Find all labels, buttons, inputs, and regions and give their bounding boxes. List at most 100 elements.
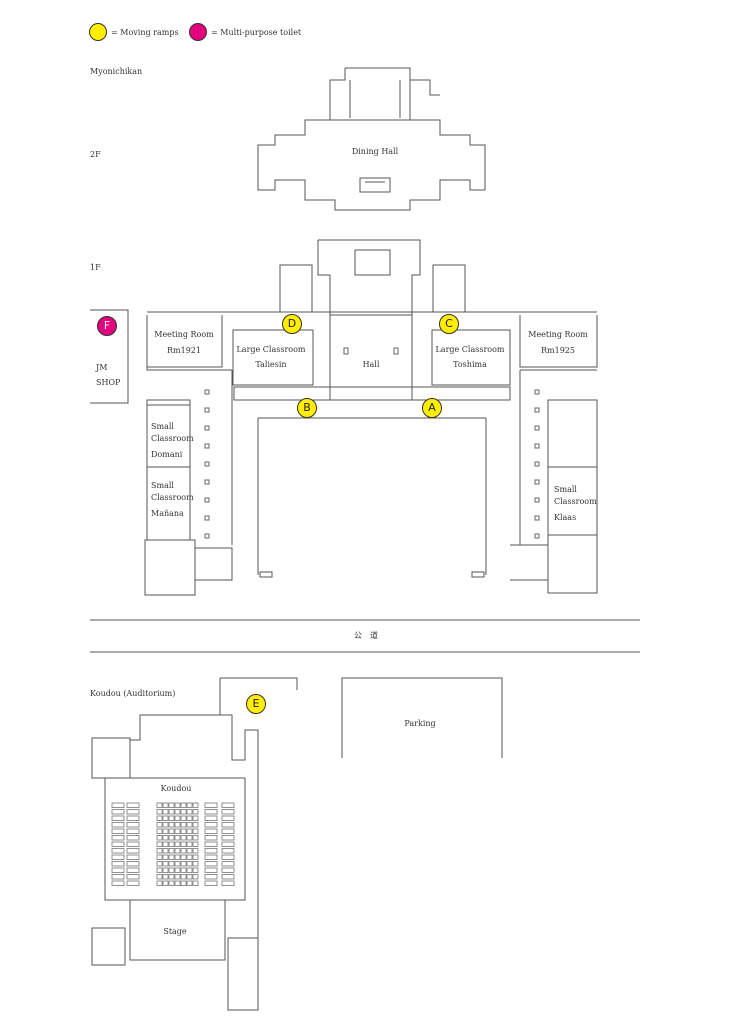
marker-e-ramp: E	[246, 694, 266, 714]
seat	[156, 848, 163, 854]
seat	[186, 861, 193, 867]
seat	[186, 828, 193, 834]
seat	[168, 809, 175, 815]
seat	[156, 854, 163, 860]
seat	[174, 880, 181, 886]
room-label: Large Classroom	[435, 345, 505, 354]
seat	[111, 809, 125, 815]
seat	[192, 822, 199, 828]
seat	[192, 848, 199, 854]
seat	[221, 880, 235, 886]
seat	[180, 822, 187, 828]
seat	[180, 809, 187, 815]
seat	[186, 841, 193, 847]
seat	[204, 861, 218, 867]
seat	[162, 809, 169, 815]
seat	[162, 880, 169, 886]
seat	[174, 874, 181, 880]
seat	[192, 874, 199, 880]
seat	[221, 874, 235, 880]
seat	[111, 828, 125, 834]
seat	[168, 874, 175, 880]
seat	[162, 841, 169, 847]
seat	[204, 835, 218, 841]
seat	[156, 880, 163, 886]
seat	[174, 867, 181, 873]
seat	[162, 822, 169, 828]
seat	[111, 815, 125, 821]
hall-label: Hall	[362, 360, 380, 369]
seat	[221, 828, 235, 834]
seat	[162, 861, 169, 867]
seat	[221, 867, 235, 873]
room-name: Toshima	[453, 360, 487, 369]
seat	[192, 841, 199, 847]
room-label: Small	[554, 485, 577, 494]
seat	[186, 815, 193, 821]
seat	[168, 835, 175, 841]
seat	[174, 802, 181, 808]
seat	[156, 841, 163, 847]
seat	[126, 822, 140, 828]
koudou-hall-label: Koudou	[160, 784, 192, 793]
seat	[186, 802, 193, 808]
seat	[156, 822, 163, 828]
seat	[180, 802, 187, 808]
marker-b-ramp: B	[297, 398, 317, 418]
seat	[174, 854, 181, 860]
seat	[204, 809, 218, 815]
seat	[168, 854, 175, 860]
parking-label: Parking	[404, 719, 436, 728]
seat	[180, 874, 187, 880]
seat	[186, 867, 193, 873]
room-name: Taliesin	[255, 360, 287, 369]
marker-f-toilet: F	[97, 316, 117, 336]
seat	[180, 867, 187, 873]
seat	[180, 815, 187, 821]
seat	[111, 867, 125, 873]
shop-label-line: SHOP	[96, 378, 121, 387]
seat	[168, 822, 175, 828]
road-lines	[90, 619, 640, 653]
seat	[221, 835, 235, 841]
seat	[174, 822, 181, 828]
koudou-title: Koudou (Auditorium)	[90, 689, 176, 698]
room-name: Klaas	[554, 513, 577, 522]
seat	[204, 874, 218, 880]
seat	[156, 815, 163, 821]
seat	[180, 848, 187, 854]
seat	[204, 841, 218, 847]
seat	[180, 841, 187, 847]
seat	[204, 848, 218, 854]
legend-toilet: = Multi-purpose toilet	[211, 28, 302, 37]
room-label: Small	[151, 422, 174, 431]
seat	[174, 841, 181, 847]
room-name: Domani	[151, 450, 183, 459]
room-label: Classroom	[554, 497, 597, 506]
seat	[174, 835, 181, 841]
seat	[180, 835, 187, 841]
dining-hall-label: Dining Hall	[351, 147, 399, 156]
seat	[111, 854, 125, 860]
seat	[126, 809, 140, 815]
seat	[192, 880, 199, 886]
seat	[156, 874, 163, 880]
seat	[162, 854, 169, 860]
floor-2f-label: 2F	[90, 150, 101, 159]
seat	[156, 802, 163, 808]
stage-label: Stage	[163, 927, 187, 936]
seat	[126, 861, 140, 867]
seat	[126, 835, 140, 841]
seat	[156, 867, 163, 873]
marker-d-ramp: D	[282, 314, 302, 334]
room-label: Meeting Room	[154, 330, 214, 339]
seat	[221, 861, 235, 867]
seat	[221, 815, 235, 821]
seat	[174, 848, 181, 854]
myonichikan-title: Myonichikan	[90, 67, 143, 76]
seat	[221, 802, 235, 808]
